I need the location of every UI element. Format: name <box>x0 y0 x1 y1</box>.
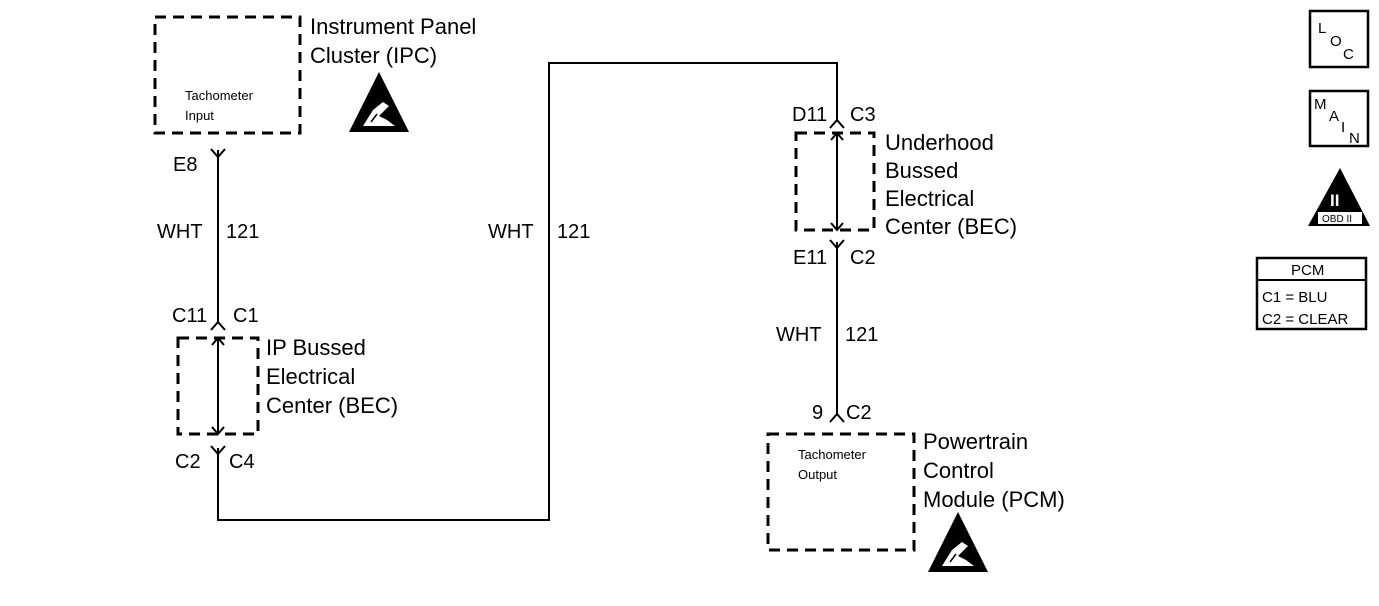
pcm-legend-title: PCM <box>1291 262 1324 279</box>
loc-button[interactable]: L O C <box>1308 9 1370 69</box>
ipc-name-line2: Cluster (IPC) <box>310 43 437 68</box>
obd-label: OBD II <box>1322 214 1352 225</box>
connector-c2-uh-pin: E11 <box>793 247 827 269</box>
connector-c1-icon <box>210 320 226 331</box>
connector-c1-name: C1 <box>233 305 259 327</box>
pcm-name-line2: Control <box>923 458 994 483</box>
obd-numeral: II <box>1330 191 1339 210</box>
connector-c3-icon <box>829 118 845 129</box>
uh-bec-arrow-down-icon <box>830 222 844 232</box>
wire-ipbec-uhbec <box>217 62 838 521</box>
uh-bec-box <box>794 131 876 232</box>
connector-pcm-pin: 9 <box>812 402 823 424</box>
ipc-inner-line1: Tachometer <box>185 88 254 103</box>
loc-letter-o: O <box>1330 33 1342 50</box>
main-letter-a: A <box>1329 108 1339 125</box>
pcm-name-line1: Powertrain <box>923 429 1028 454</box>
connector-e8-pin: E8 <box>173 154 197 176</box>
connector-c4-name: C4 <box>229 451 255 473</box>
ip-bec-name-line1: IP Bussed <box>266 335 366 360</box>
uh-bec-name-line2: Bussed <box>885 158 958 183</box>
ipc-box <box>153 15 302 135</box>
esd-warning-icon <box>349 72 409 132</box>
uh-bec-arrow-up-icon <box>830 131 844 141</box>
uh-bec-name-line1: Underhood <box>885 130 994 155</box>
connector-c3-name: C3 <box>850 104 876 126</box>
uh-bec-name-line3: Electrical <box>885 186 974 211</box>
main-button[interactable]: M A I N <box>1308 89 1370 148</box>
ipc-inner-line2: Input <box>185 108 214 123</box>
pcm-box <box>766 432 916 552</box>
wire2-color: WHT <box>488 221 534 243</box>
connector-pcm-c2-icon <box>829 412 845 423</box>
ipc-name-line1: Instrument Panel <box>310 14 476 39</box>
wire3-color: WHT <box>776 324 822 346</box>
main-letter-m: M <box>1314 96 1327 113</box>
loc-letter-c: C <box>1343 46 1354 63</box>
wire2-circuit: 121 <box>557 221 590 243</box>
ip-bec-name-line2: Electrical <box>266 364 355 389</box>
connector-c2-uh-name: C2 <box>850 247 876 269</box>
pcm-inner-line1: Tachometer <box>798 447 867 462</box>
esd-warning-icon <box>928 512 988 572</box>
connector-c4-pin: C2 <box>175 451 201 473</box>
pcm-legend-row1: C1 = BLU <box>1262 289 1327 306</box>
pcm-inner-line2: Output <box>798 467 837 482</box>
wire3-circuit: 121 <box>845 324 878 346</box>
wire1-color: WHT <box>157 221 203 243</box>
pcm-name-line3: Module (PCM) <box>923 487 1065 512</box>
connector-c3-pin: D11 <box>792 104 827 126</box>
main-letter-i: I <box>1341 119 1345 136</box>
obd-ii-icon[interactable]: II OBD II <box>1308 168 1370 226</box>
ip-bec-name-line3: Center (BEC) <box>266 393 398 418</box>
main-letter-n: N <box>1349 130 1360 147</box>
pcm-legend-row2: C2 = CLEAR <box>1262 311 1348 328</box>
ip-bec-arrow-up-icon <box>211 336 225 346</box>
connector-pcm-name: C2 <box>846 402 872 424</box>
uh-bec-name-line4: Center (BEC) <box>885 214 1017 239</box>
loc-letter-l: L <box>1318 20 1326 37</box>
connector-c1-pin: C11 <box>172 305 207 327</box>
pcm-legend: PCM C1 = BLU C2 = CLEAR <box>1255 256 1368 331</box>
wire1-circuit: 121 <box>226 221 259 243</box>
ip-bec-arrow-down-icon <box>211 426 225 436</box>
